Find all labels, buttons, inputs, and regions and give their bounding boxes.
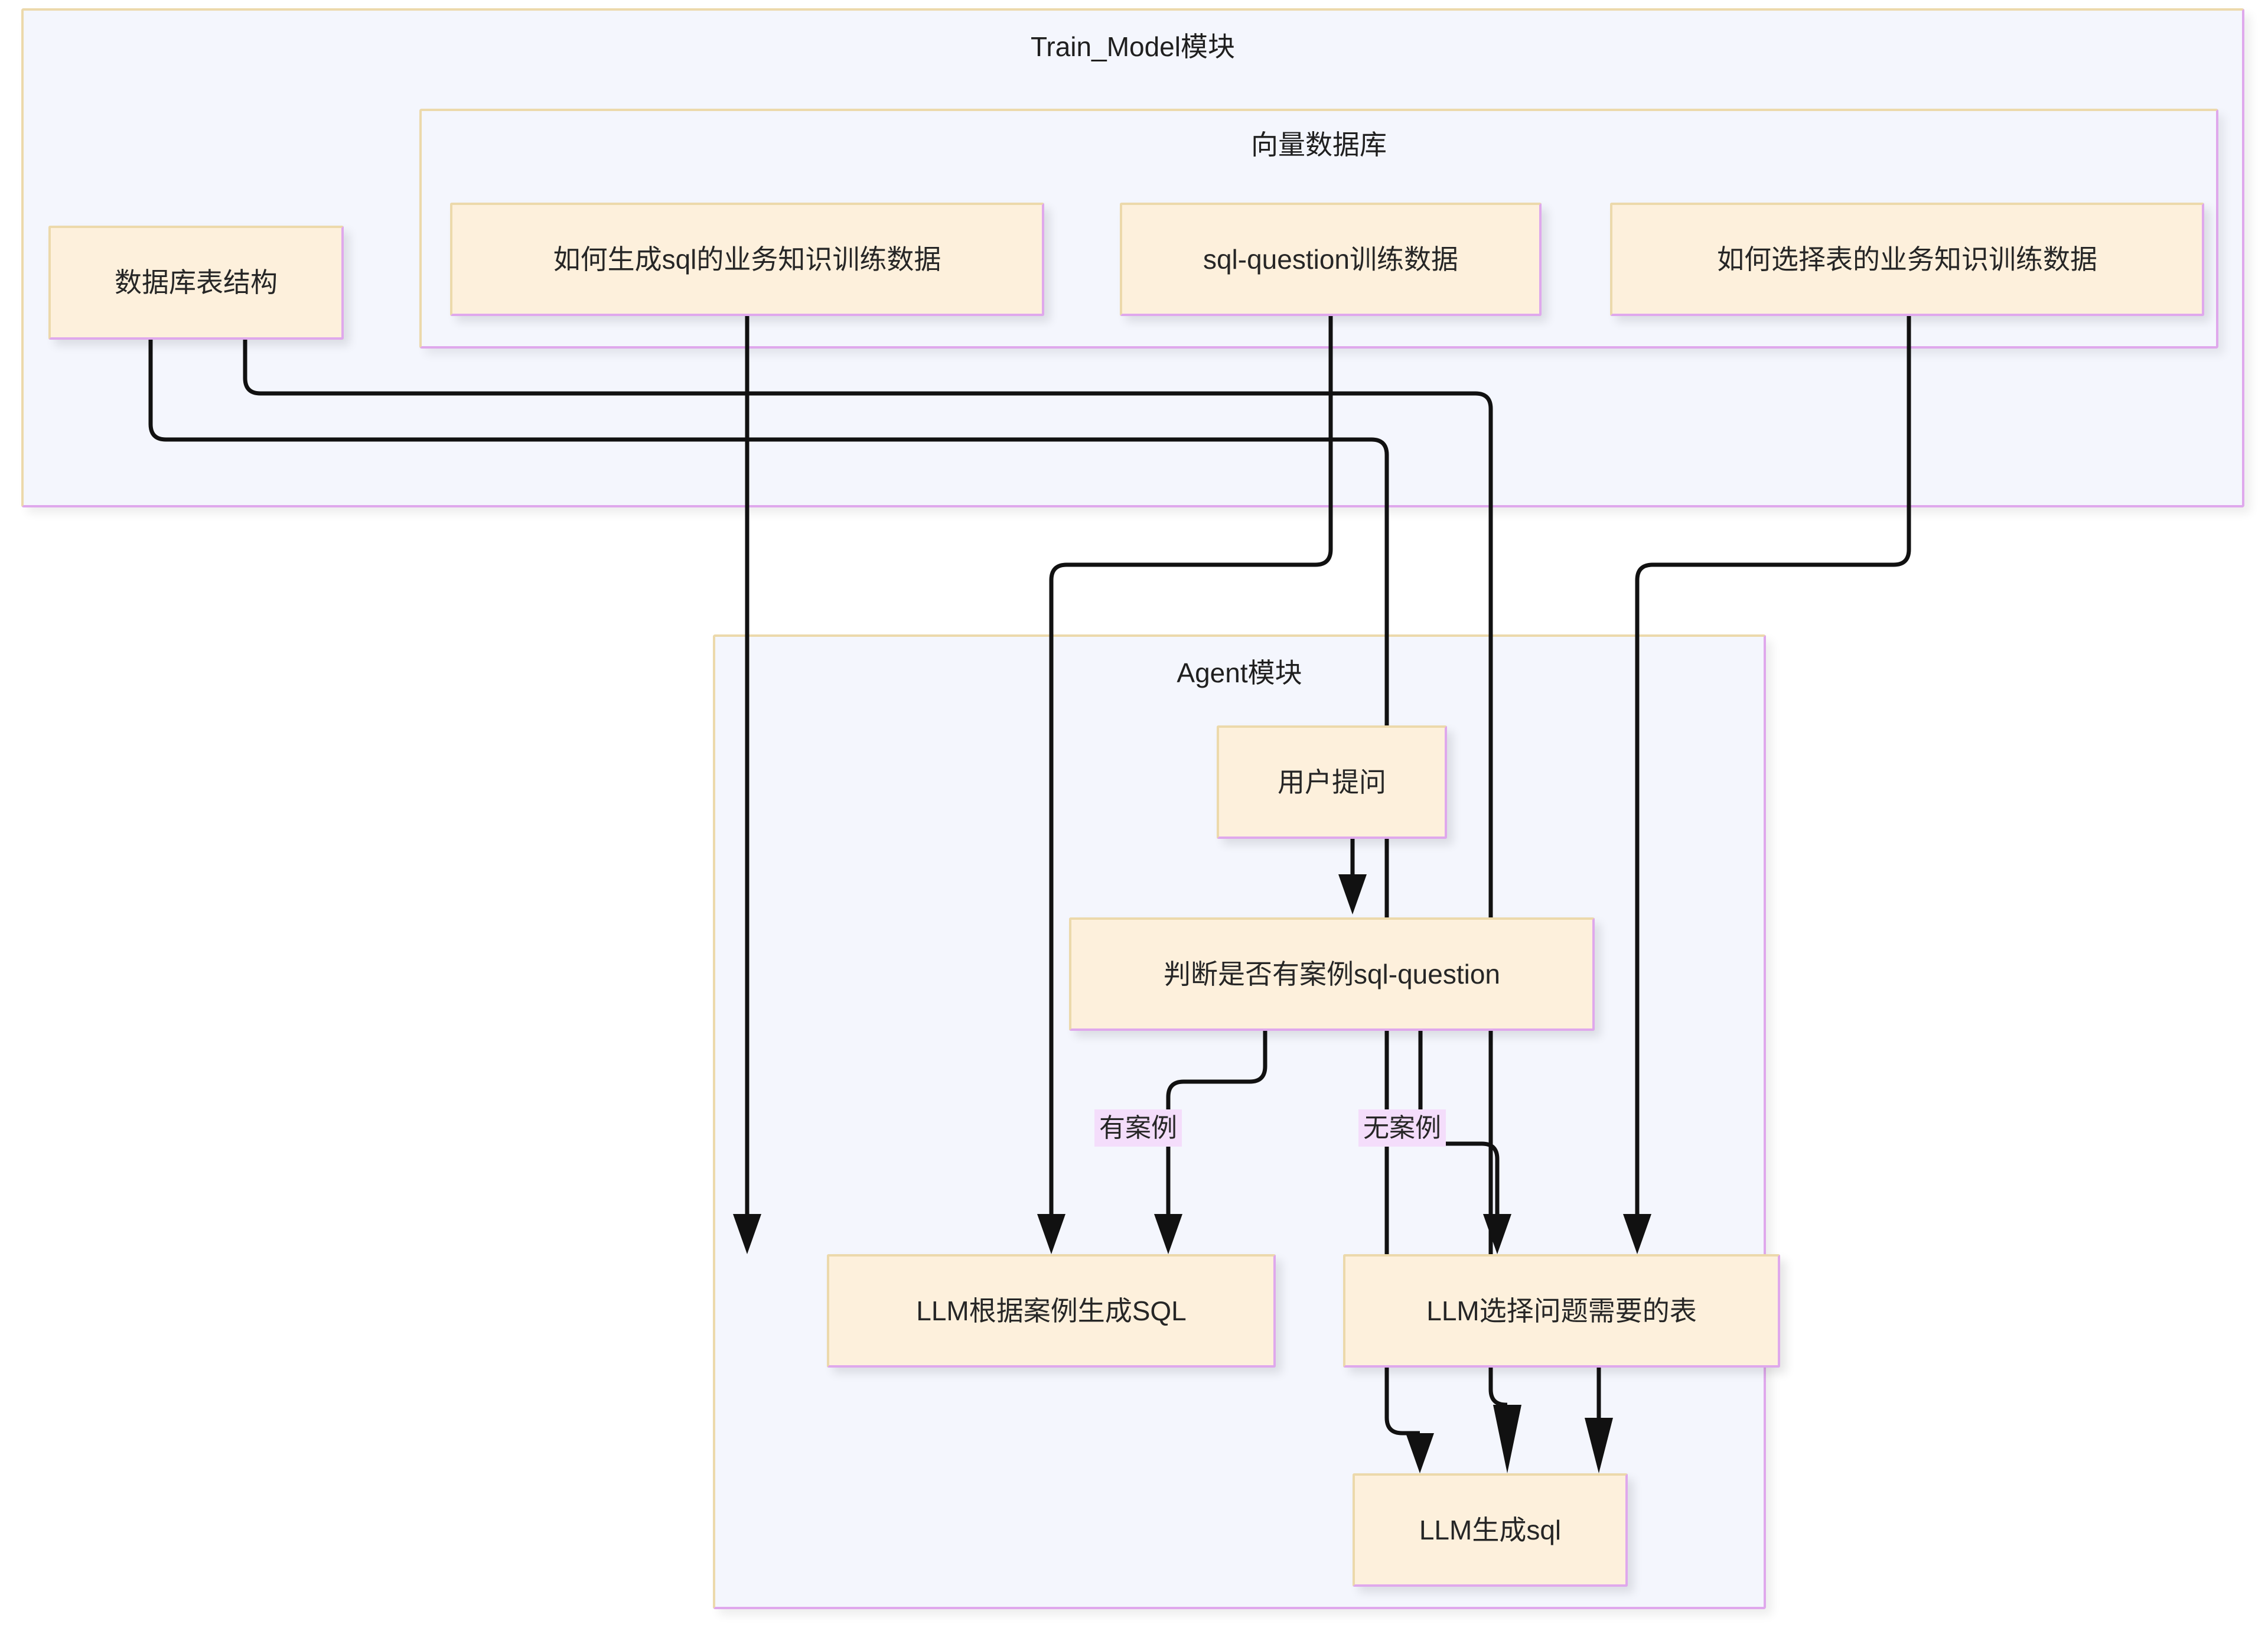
edge-label-no-case: 无案例 (1358, 1109, 1446, 1147)
node-judge-has-case-sql-question-label: 判断是否有案例sql-question (1163, 958, 1501, 989)
node-db-schema-label: 数据库表结构 (115, 267, 278, 298)
node-howto-generate-sql-training-data-label: 如何生成sql的业务知识训练数据 (553, 243, 941, 275)
node-db-schema[interactable]: 数据库表结构 (48, 226, 344, 340)
node-llm-generate-sql-from-case-label: LLM根据案例生成SQL (916, 1295, 1187, 1326)
node-llm-pick-needed-tables-label: LLM选择问题需要的表 (1426, 1295, 1697, 1326)
cluster-agent-title: Agent模块 (1177, 657, 1302, 688)
node-llm-generate-sql-from-case[interactable]: LLM根据案例生成SQL (827, 1254, 1276, 1368)
node-sql-question-training-data[interactable]: sql-question训练数据 (1120, 203, 1542, 316)
node-howto-generate-sql-training-data[interactable]: 如何生成sql的业务知识训练数据 (450, 203, 1044, 316)
node-user-question-label: 用户提问 (1278, 766, 1386, 798)
node-sql-question-training-data-label: sql-question训练数据 (1203, 243, 1459, 275)
node-llm-generate-sql-label: LLM生成sql (1419, 1514, 1562, 1545)
node-llm-pick-needed-tables[interactable]: LLM选择问题需要的表 (1343, 1254, 1780, 1368)
edge-label-has-case: 有案例 (1094, 1109, 1182, 1147)
cluster-vector-db-title: 向量数据库 (1251, 129, 1387, 160)
node-judge-has-case-sql-question[interactable]: 判断是否有案例sql-question (1069, 917, 1595, 1031)
cluster-train-model-title: Train_Model模块 (1031, 31, 1235, 62)
node-user-question[interactable]: 用户提问 (1217, 725, 1447, 839)
node-llm-generate-sql[interactable]: LLM生成sql (1353, 1473, 1628, 1587)
node-howto-pick-table-training-data-label: 如何选择表的业务知识训练数据 (1717, 243, 2097, 275)
node-howto-pick-table-training-data[interactable]: 如何选择表的业务知识训练数据 (1610, 203, 2204, 316)
